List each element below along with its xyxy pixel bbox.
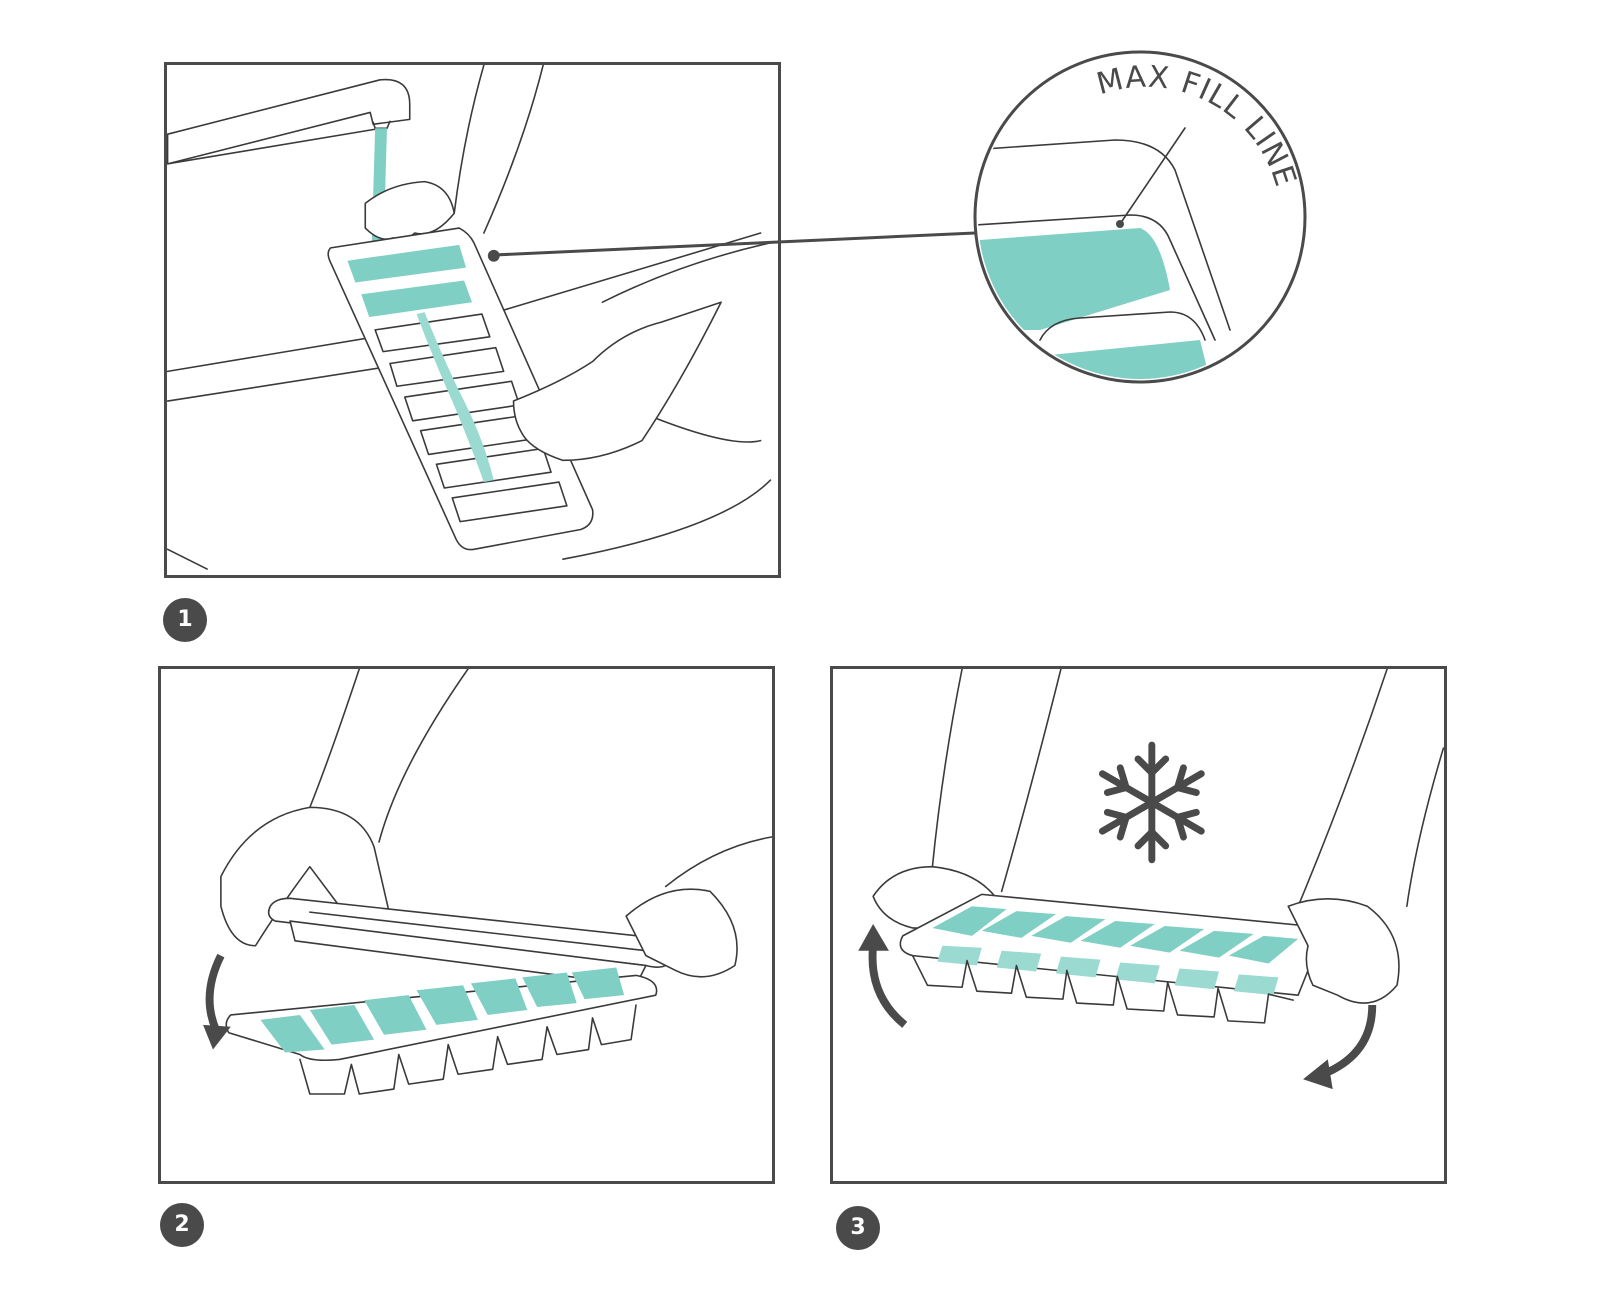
right-hand <box>1287 898 1400 1004</box>
twist-tray-illustration <box>858 669 1444 1090</box>
step-2-panel <box>158 666 775 1184</box>
right-hand <box>625 888 738 978</box>
sink-edge <box>167 128 376 165</box>
right-arm <box>664 836 772 888</box>
rotate-arrow <box>205 953 225 1032</box>
callout-anchor-dot <box>487 249 500 262</box>
sink-edge <box>562 479 772 560</box>
lid-edge <box>309 911 647 952</box>
magnifier-circle <box>973 50 1307 384</box>
step-number-badge: 3 <box>836 1206 880 1250</box>
tray-cells <box>347 244 568 523</box>
step-1-panel <box>164 62 781 578</box>
rotate-arrow-head <box>203 1024 231 1050</box>
tray-bottom <box>299 1004 637 1095</box>
step-number-badge: 2 <box>160 1203 204 1247</box>
left-arm <box>1000 669 1062 893</box>
max-fill-label: MAX FILL LINE <box>1093 60 1303 192</box>
right-arm <box>1406 747 1444 908</box>
step-3-panel <box>830 666 1447 1184</box>
tray-bottom <box>911 954 1294 1024</box>
left-arm <box>378 669 469 843</box>
water-fill-zoom <box>980 228 1170 330</box>
left-arm <box>309 669 361 809</box>
max-fill-pointer-dot <box>1116 220 1124 228</box>
right-arm <box>1297 669 1388 908</box>
tray-cells <box>260 967 625 1053</box>
snowflake-icon <box>1098 741 1205 864</box>
left-arm <box>931 669 963 868</box>
twist-arrow-right-head <box>1303 1059 1333 1090</box>
step-number-badge: 1 <box>163 598 207 642</box>
upper-arm <box>453 65 485 215</box>
twist-arrow-right <box>1321 1004 1377 1078</box>
fill-tray-illustration <box>167 65 772 570</box>
lid-tray-illustration <box>203 669 772 1095</box>
twist-arrow-left <box>868 945 908 1028</box>
twist-arrow-left-head <box>858 924 889 951</box>
sink-edge <box>167 548 208 570</box>
tap <box>167 78 411 165</box>
max-fill-pointer <box>1119 127 1186 225</box>
upper-arm <box>483 65 544 234</box>
lower-hand <box>512 301 722 462</box>
